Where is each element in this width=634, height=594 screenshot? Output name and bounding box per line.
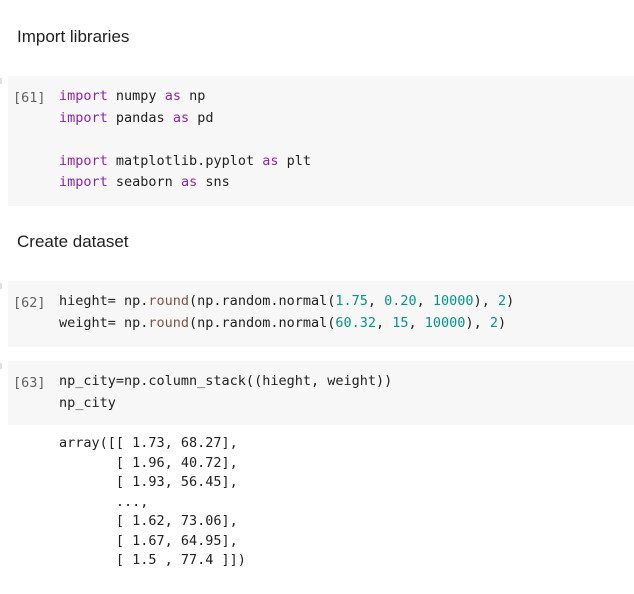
code-token: 2	[497, 293, 507, 309]
code-token: ),	[465, 314, 490, 331]
code-token: import	[59, 152, 108, 169]
code-line: np_city=np.column_stack((hieght, weight)…	[59, 371, 392, 393]
cell-run-indicator	[0, 283, 5, 289]
code-token: round	[148, 314, 190, 331]
code-token: import	[59, 109, 108, 126]
code-token: np_city	[59, 394, 116, 411]
code-token: hieght= np.	[59, 293, 149, 309]
code-token: matplotlib.pyplot	[107, 152, 263, 169]
code-token: (np.random.normal(	[189, 293, 336, 309]
code-token: 0.20	[384, 293, 417, 309]
code-token: import	[59, 174, 108, 190]
code-token: numpy	[107, 88, 165, 104]
execution-count: [61]	[13, 90, 46, 106]
output-line: [ 1.5 , 77.4 ]])	[59, 552, 246, 568]
output-line: [ 1.62, 73.06],	[59, 513, 238, 529]
cell-run-indicator	[0, 78, 5, 84]
code-editor[interactable]: hieght= np.round(np.random.normal(1.75, …	[59, 291, 514, 334]
code-token: round	[148, 293, 190, 309]
create-dataset-heading: Create dataset	[17, 232, 129, 251]
code-token: 2	[489, 314, 498, 331]
code-line: weight= np.round(np.random.normal(60.32,…	[59, 313, 514, 335]
code-token: ),	[473, 293, 498, 309]
code-token: ,	[408, 314, 425, 331]
code-token: ,	[367, 293, 385, 309]
code-cell-63[interactable]: [63] np_city=np.column_stack((hieght, we…	[8, 361, 634, 425]
code-token: as	[172, 109, 190, 126]
code-line: np_city	[59, 393, 392, 415]
cell-run-indicator	[0, 363, 5, 369]
code-line	[59, 129, 311, 151]
code-token: 15	[392, 314, 409, 331]
code-line: hieght= np.round(np.random.normal(1.75, …	[59, 291, 514, 313]
output-line: ...,	[59, 493, 149, 510]
output-line: [ 1.96, 40.72],	[59, 454, 238, 471]
code-token: import	[59, 88, 108, 104]
code-token: 10000	[424, 314, 466, 331]
code-token: )	[506, 293, 515, 309]
output-line: [ 1.93, 56.45],	[59, 474, 238, 490]
code-token: np_city=np.column_stack((hieght, weight)…	[59, 373, 393, 389]
code-token: 1.75	[335, 293, 368, 309]
execution-count: [63]	[13, 375, 46, 391]
code-token: pd	[189, 109, 214, 126]
code-token: )	[497, 314, 507, 331]
output-line: [ 1.67, 64.95],	[59, 532, 238, 549]
code-token: seaborn	[107, 174, 181, 190]
code-token: ,	[416, 293, 433, 309]
code-token: 60.32	[335, 314, 376, 331]
code-token: weight= np.	[59, 314, 149, 331]
code-editor[interactable]: np_city=np.column_stack((hieght, weight)…	[59, 371, 392, 414]
execution-count: [62]	[13, 295, 46, 311]
code-line: import pandas as pd	[59, 108, 311, 130]
import-libraries-heading: Import libraries	[17, 27, 130, 46]
code-cell-62[interactable]: [62] hieght= np.round(np.random.normal(1…	[8, 281, 634, 347]
code-token: sns	[197, 174, 230, 190]
code-token: ,	[376, 314, 393, 331]
code-line: import numpy as np	[59, 86, 311, 108]
code-token: 10000	[432, 293, 474, 309]
code-token: as	[262, 152, 279, 169]
code-line: import seaborn as sns	[59, 172, 311, 194]
output-line: array([[ 1.73, 68.27],	[59, 435, 238, 451]
code-token: (np.random.normal(	[189, 314, 336, 331]
cell-output: array([[ 1.73, 68.27], [ 1.96, 40.72], […	[59, 434, 246, 571]
code-line: import matplotlib.pyplot as plt	[59, 151, 311, 173]
code-token: plt	[278, 152, 311, 169]
code-token: pandas	[107, 109, 173, 126]
code-token: as	[164, 88, 181, 104]
code-token: as	[180, 174, 198, 190]
code-token: np	[180, 88, 206, 104]
